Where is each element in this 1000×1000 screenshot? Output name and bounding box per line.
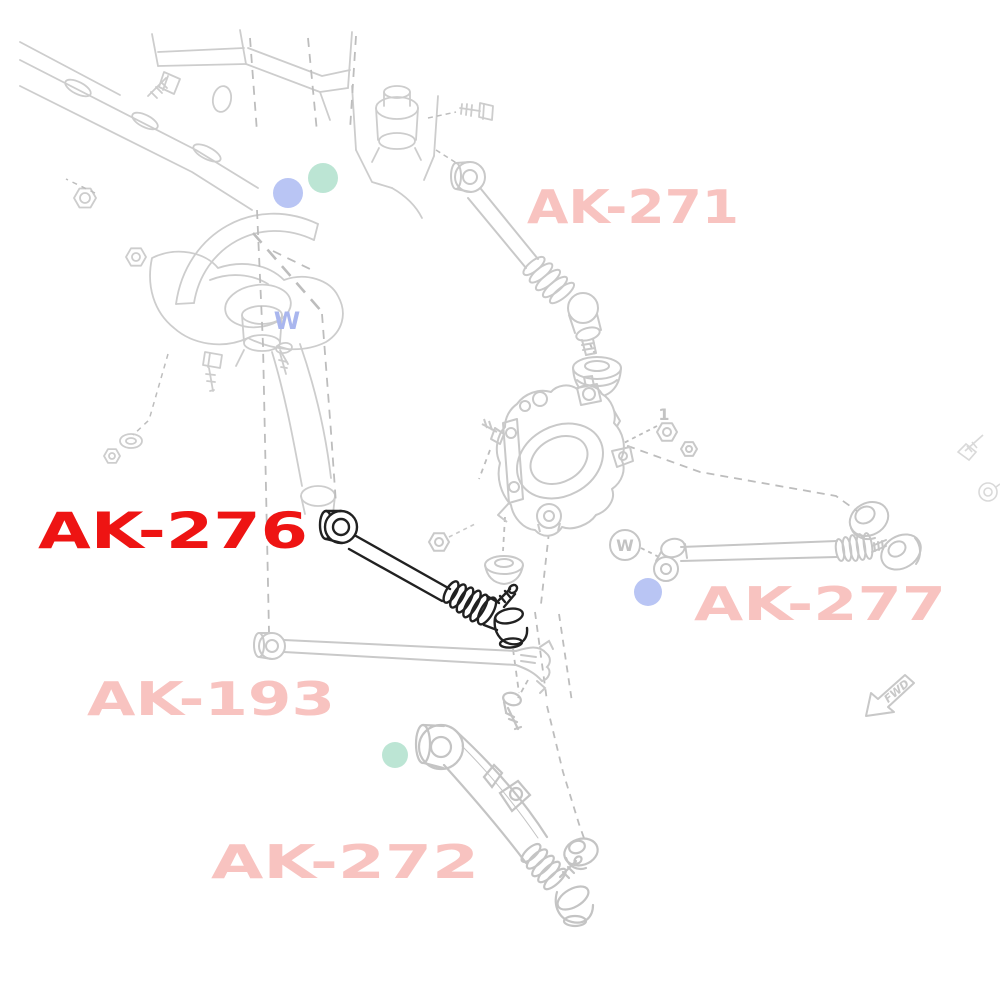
blue-dot-subframe [273, 178, 303, 208]
subframe-illustration [19, 29, 494, 515]
teal-dot-ak272 [382, 742, 408, 768]
ak277-arm-illustration [653, 501, 922, 582]
right-edge-hardware-illustration [956, 434, 1000, 502]
ak276-toe-arm-highlighted [318, 509, 529, 649]
teal-dot-subframe [308, 163, 338, 193]
fwd-direction-arrow: FWD [865, 674, 915, 717]
callout-1-label: 1 [658, 405, 669, 424]
w-marker-circled: W [609, 529, 641, 561]
part-label-ak277: AK-277 [694, 577, 946, 631]
w-marker-plain: W [274, 307, 300, 335]
part-label-ak193: AK-193 [87, 672, 335, 726]
part-label-ak276: AK-276 [38, 502, 308, 560]
ak272-arm-illustration [414, 691, 599, 928]
blue-dot-ak277 [634, 578, 662, 606]
ak276-nut-illustration [427, 522, 478, 552]
part-label-ak272: AK-272 [211, 835, 479, 889]
ak193-arm-illustration [253, 632, 554, 694]
color-key-dots [273, 163, 662, 768]
w-marker-letter: W [616, 536, 634, 555]
w-marker-circle [609, 529, 641, 561]
knuckle-illustration [481, 375, 698, 585]
dashed-guide-lines [65, 35, 858, 842]
part-label-ak271: AK-271 [527, 180, 739, 234]
part-labels: AK-271 AK-276 AK-277 AK-193 AK-272 [38, 180, 946, 889]
fwd-arrow-outline [865, 674, 915, 717]
